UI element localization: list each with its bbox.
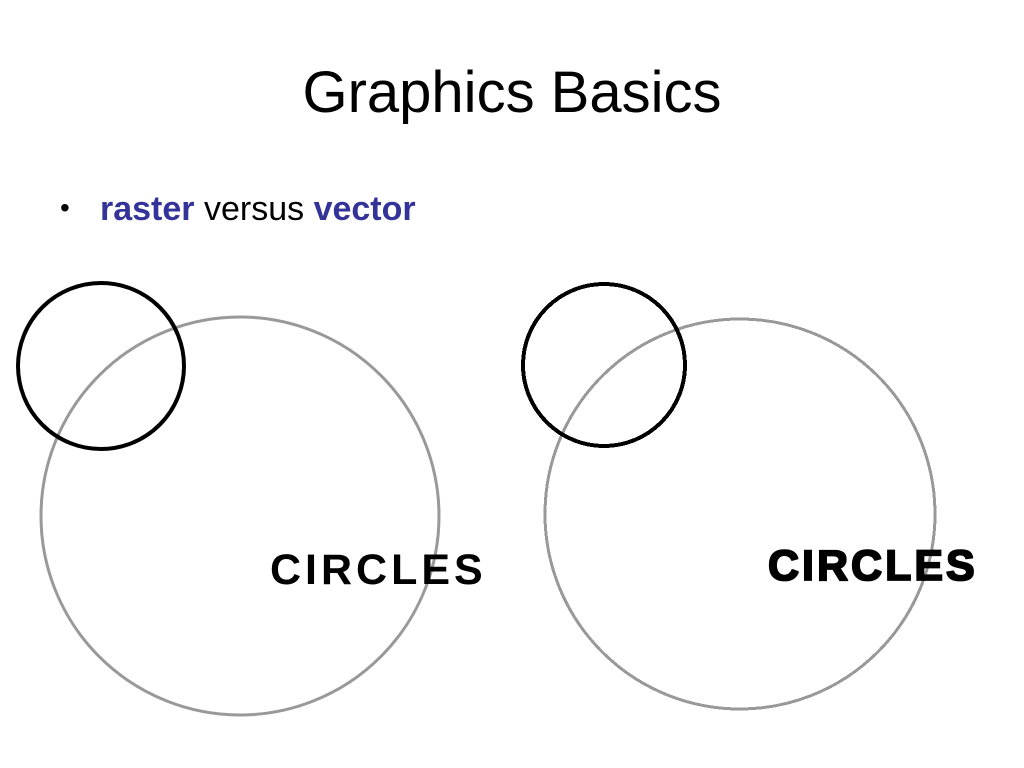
slide-title: Graphics Basics bbox=[302, 60, 722, 125]
bullet-item: • raster versus vector bbox=[60, 189, 416, 230]
bullet-term-raster: raster bbox=[100, 190, 195, 228]
left-circles-label: CIRCLES bbox=[270, 546, 487, 594]
right-large-circle bbox=[543, 317, 937, 711]
right-circles-label: CIRCLES bbox=[768, 542, 978, 590]
right-figure: CIRCLES bbox=[521, 282, 978, 711]
left-figure: CIRCLES bbox=[16, 281, 487, 717]
bullet-term-vector: vector bbox=[313, 190, 416, 228]
left-large-circle bbox=[39, 315, 441, 717]
left-small-circle bbox=[16, 281, 186, 451]
bullet-dot-icon: • bbox=[60, 192, 70, 223]
bullet-connector: versus bbox=[203, 190, 305, 228]
right-small-circle bbox=[521, 282, 687, 448]
